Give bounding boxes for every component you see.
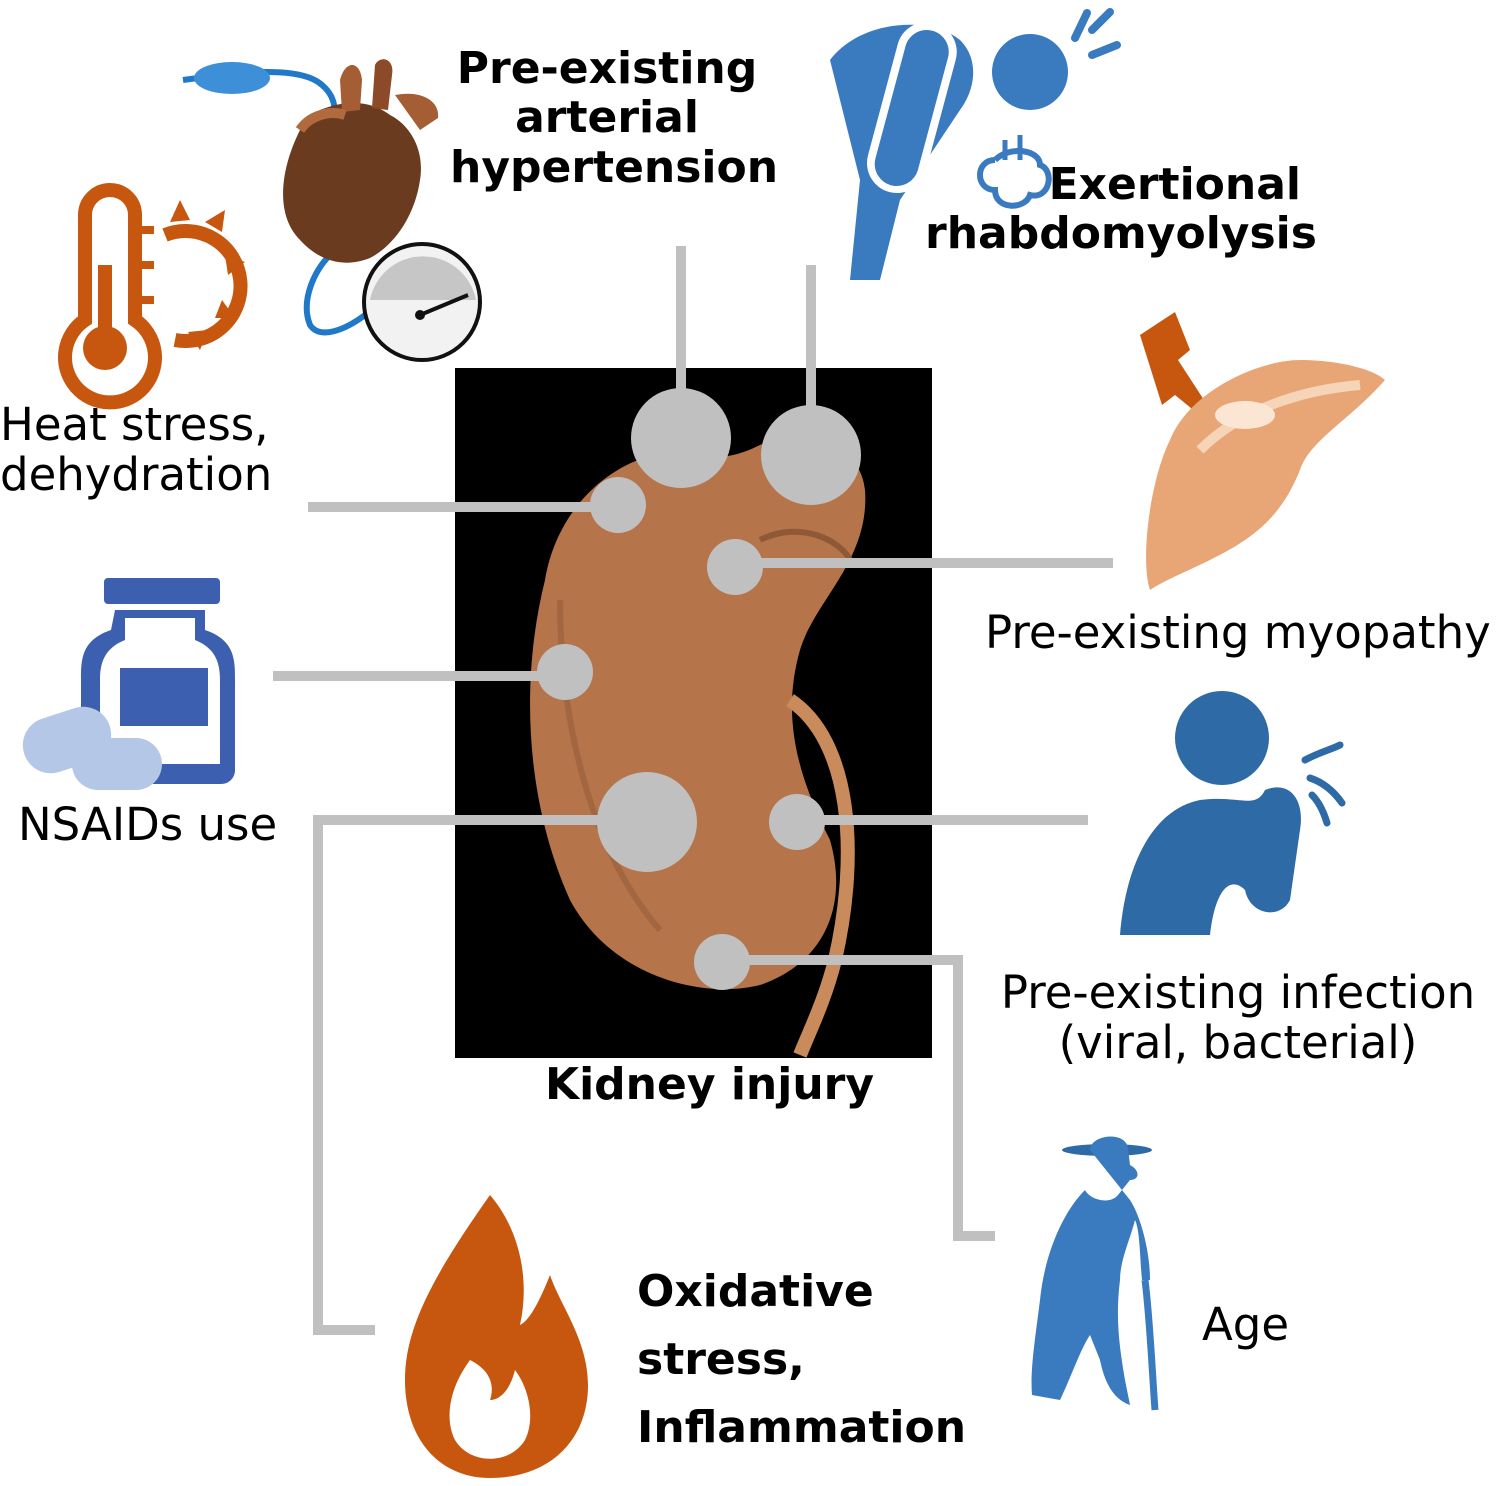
label-oxidative: Oxidative stress, Inflammation [637,1266,967,1454]
muscle-lightning-icon [1140,312,1385,590]
label-kidney-injury: Kidney injury [545,1059,875,1110]
node-infection [769,794,825,850]
node-heat [590,477,646,533]
node-nsaids [537,644,593,700]
node-myopathy [707,539,763,595]
connector-age [722,955,995,1241]
label-rhabdo: Exertional rhabdomyolysis [925,159,1317,260]
connectors [273,246,1113,1335]
label-nsaids: NSAIDs use [18,798,278,851]
label-infection: Pre-existing infection (viral, bacterial… [1000,966,1476,1070]
athlete-exhausted-icon [830,8,1121,280]
label-age: Age [1202,1298,1290,1351]
label-heat: Heat stress, dehydration [0,398,273,502]
heart-pressure-icon [182,59,482,362]
thermometer-sun-icon [58,183,248,410]
elderly-person-icon [1031,1136,1159,1411]
flame-icon [405,1195,588,1478]
node-oxidative [597,772,697,872]
node-age [694,934,750,990]
node-rhabdo [761,405,861,505]
node-hypertension [631,388,731,488]
label-myopathy: Pre-existing myopathy [985,606,1491,659]
connector-oxidative [313,815,647,1335]
label-hypertension: Pre-existing arterial hypertension [450,43,779,193]
pill-bottle-icon [22,578,235,790]
coughing-person-icon [1120,691,1346,935]
